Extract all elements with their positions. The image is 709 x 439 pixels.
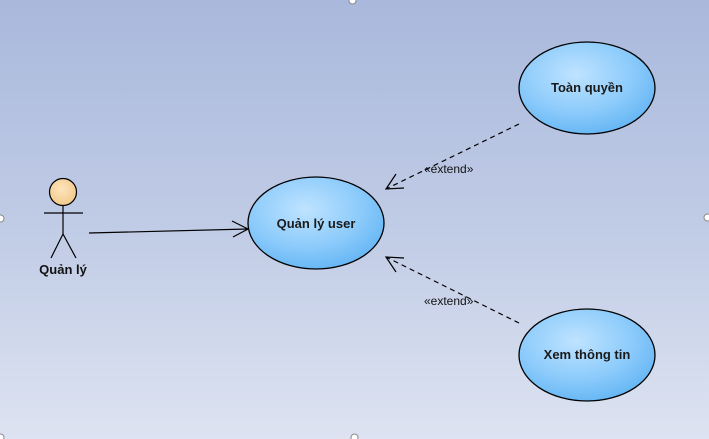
use-case-view-info[interactable]: Xem thông tin: [518, 308, 656, 402]
extend-label-top: «extend»: [424, 162, 474, 176]
use-case-full-rights[interactable]: Toàn quyền: [518, 41, 656, 135]
selection-handle-bottom-left[interactable]: [0, 433, 5, 439]
extend-label-bottom: «extend»: [424, 294, 474, 308]
actor-leg-left: [50, 233, 64, 259]
actor-leg-right: [62, 233, 77, 259]
selection-handle-bottom[interactable]: [350, 433, 359, 439]
use-case-manage-user[interactable]: Quản lý user: [247, 176, 385, 270]
selection-handle-top[interactable]: [348, 0, 357, 5]
selection-handle-left[interactable]: [0, 214, 5, 223]
actor-manager[interactable]: Quản lý: [39, 177, 88, 278]
selection-handle-right[interactable]: [703, 213, 709, 222]
extend-relation-full-rights[interactable]: «extend»: [384, 123, 520, 190]
actor-label: Quản lý: [39, 262, 87, 277]
use-case-full-rights-label: Toàn quyền: [551, 80, 623, 95]
use-case-manage-user-label: Quản lý user: [277, 216, 356, 231]
extend-relation-view-info[interactable]: «extend»: [384, 256, 520, 324]
use-case-view-info-label: Xem thông tin: [544, 347, 631, 362]
association-actor-to-manage-user[interactable]: [88, 220, 250, 238]
actor-head: [48, 177, 78, 207]
